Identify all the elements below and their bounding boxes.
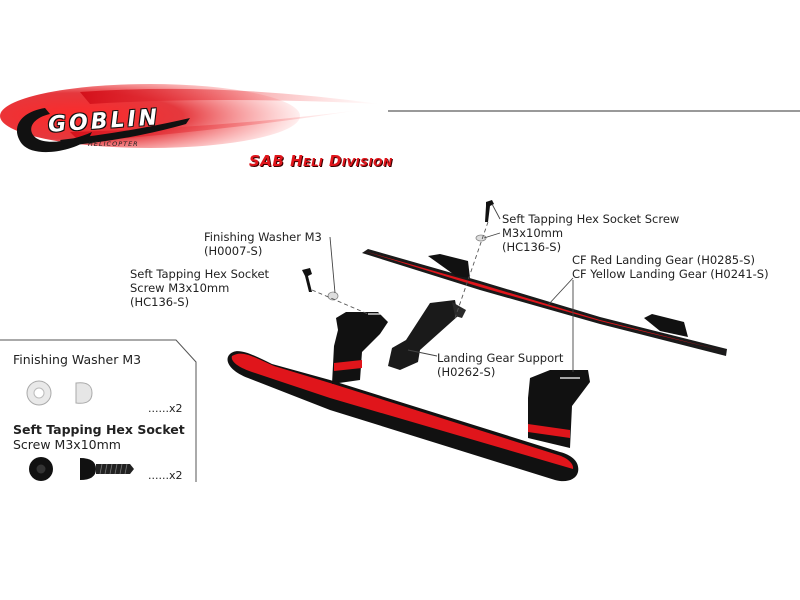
landing-gear-front: [227, 312, 590, 482]
leader-lines: [329, 203, 574, 372]
landing-gear-back: [362, 249, 727, 356]
support-callout-code: (H0262-S): [437, 365, 496, 379]
guide-line: [311, 289, 369, 315]
screw-right-line1: Seft Tapping Hex Socket Screw: [502, 212, 680, 226]
front-strut-left-red: [334, 360, 362, 371]
screw-left-callout: Seft Tapping Hex Socket Screw M3x10mm (H…: [130, 267, 269, 309]
front-strut-left: [332, 312, 388, 384]
legend-washer-qty: ......x2: [148, 402, 183, 415]
assembly-guides: [311, 221, 489, 319]
legend-screw-title-2: Screw M3x10mm: [13, 437, 121, 452]
screw-right-callout: Seft Tapping Hex Socket Screw M3x10mm (H…: [502, 212, 679, 254]
landing-gear-callout: CF Red Landing Gear (H0285-S) CF Yellow …: [572, 253, 769, 281]
support-callout: Landing Gear Support (H0262-S): [437, 351, 563, 379]
front-skid-red: [231, 353, 574, 469]
screw-right-code: (HC136-S): [502, 240, 562, 254]
exploded-hardware: [302, 200, 494, 301]
legend-border: [0, 339, 197, 482]
leader-line: [547, 277, 574, 306]
washer-callout: Finishing Washer M3 (H0007-S): [204, 230, 322, 258]
screw-right-line2: M3x10mm: [502, 226, 564, 240]
washer-hole-icon: [33, 387, 45, 399]
screw-left-line1: Seft Tapping Hex Socket: [130, 267, 270, 281]
screw-left-line2: Screw M3x10mm: [130, 281, 230, 295]
washer-right-part: [475, 234, 487, 242]
washer-side-icon: [75, 382, 93, 404]
support-callout-name: Landing Gear Support: [437, 351, 564, 365]
legend-washer-title: Finishing Washer M3: [13, 352, 142, 367]
screw-left-code: (HC136-S): [130, 295, 190, 309]
legend-screw-qty: ......x2: [148, 469, 183, 482]
leader-line: [407, 349, 438, 357]
gear-yellow-label: CF Yellow Landing Gear (H0241-S): [572, 267, 769, 281]
screw-left-part: [302, 268, 312, 292]
front-strut-right-red: [528, 424, 570, 438]
legend-screw-title-1: Seft Tapping Hex Socket: [13, 422, 185, 437]
support-tab: [452, 302, 466, 318]
leader-line: [329, 236, 336, 294]
washer-left-part: [327, 291, 339, 301]
back-strut-front: [428, 254, 470, 278]
logo-underline: [60, 118, 190, 146]
leader-line: [491, 203, 501, 220]
screw-socket-icon: [36, 464, 46, 474]
legend-screw-icons: [29, 457, 134, 481]
brand-tagline: HELICOPTER: [88, 140, 139, 148]
division-title: SAB Heli Division: [249, 152, 393, 170]
guide-line: [454, 221, 489, 319]
washer-callout-code: (H0007-S): [204, 244, 263, 258]
legend-screw-title: Seft Tapping Hex Socket Screw M3x10mm: [13, 422, 185, 452]
support-bracket: [388, 300, 458, 370]
logo-streak: [80, 88, 380, 104]
legend-washer-icons: [26, 380, 93, 406]
screw-right-part: [485, 200, 494, 222]
brand-logo: [0, 84, 380, 153]
washer-callout-name: Finishing Washer M3: [204, 230, 322, 244]
leader-line: [483, 232, 501, 239]
gear-red-label: CF Red Landing Gear (H0285-S): [572, 253, 756, 267]
screw-side-icon: [80, 458, 96, 480]
back-strut-rear: [644, 314, 688, 337]
landing-gear-support: [388, 300, 466, 370]
